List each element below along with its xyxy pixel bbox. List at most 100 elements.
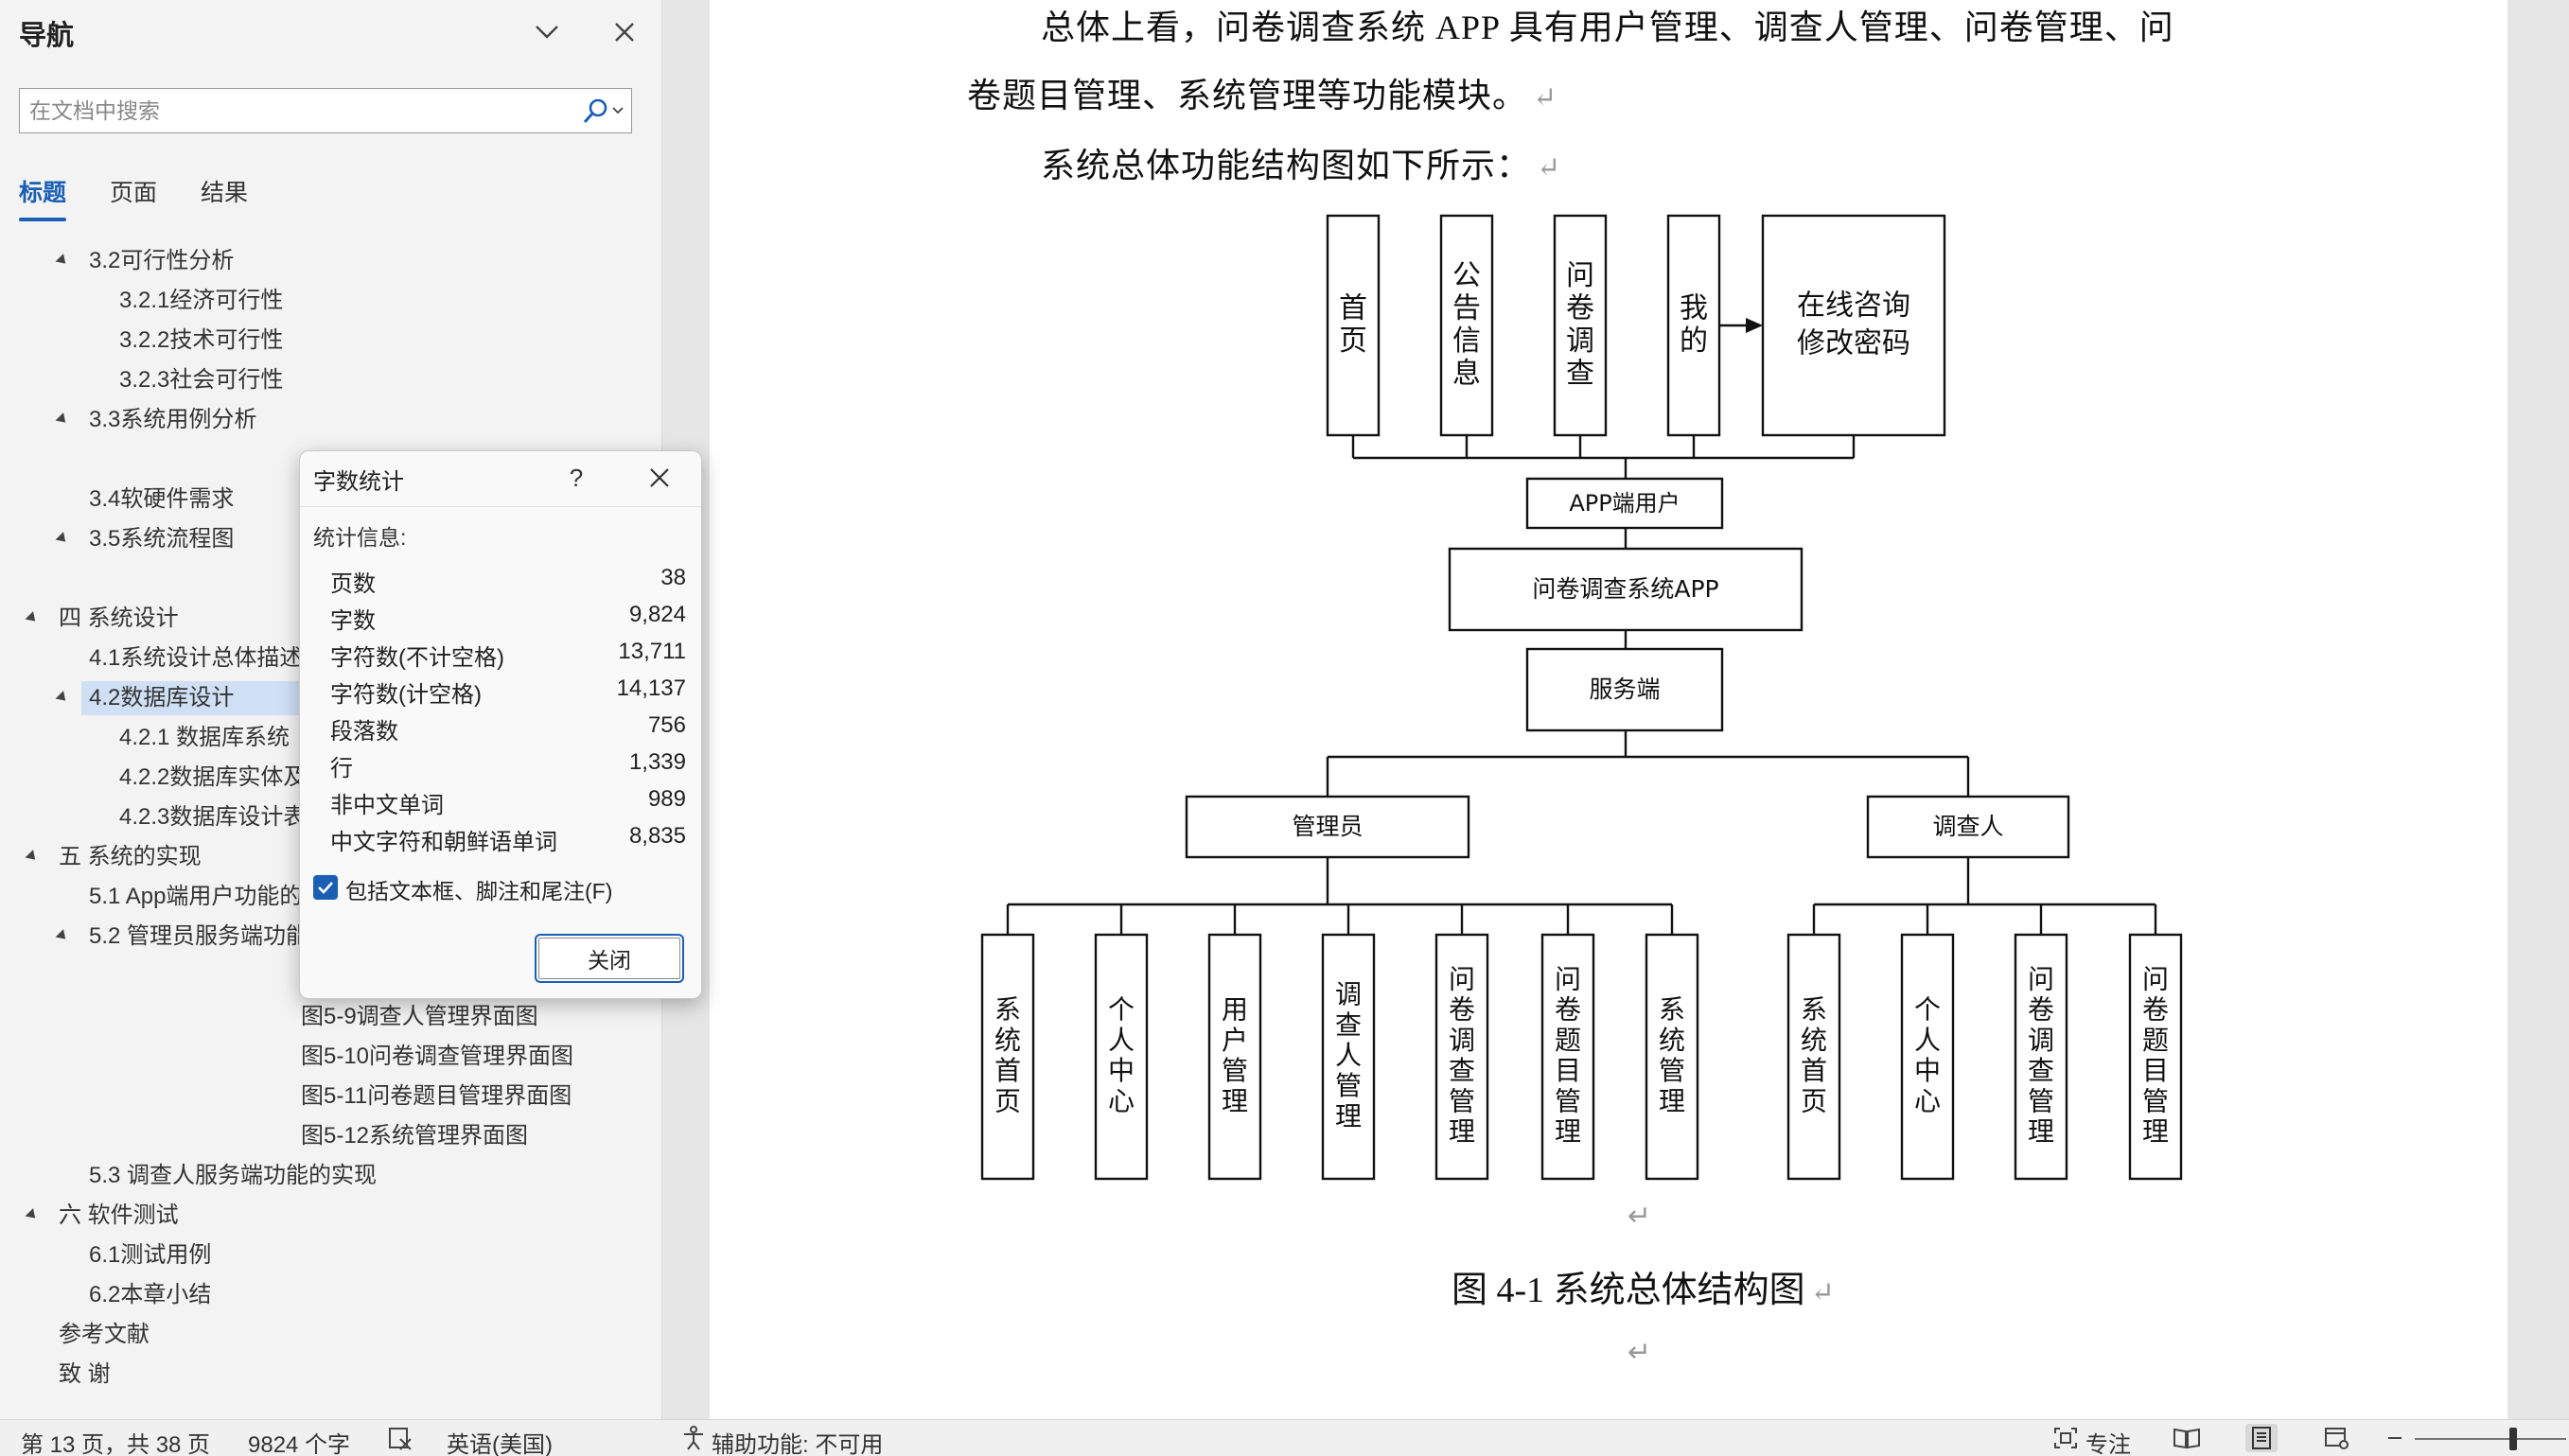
stat-value: 13,711 bbox=[618, 639, 686, 664]
nav-heading[interactable]: 四 系统设计 bbox=[59, 605, 179, 631]
zoom-out-icon[interactable] bbox=[2379, 1424, 2411, 1452]
nav-heading[interactable]: 3.5系统流程图 bbox=[89, 526, 235, 552]
read-mode-icon[interactable] bbox=[2171, 1424, 2203, 1452]
expand-caret-icon[interactable] bbox=[55, 532, 70, 546]
diagram-leaf-label: 卷 bbox=[2142, 994, 2169, 1026]
stat-label: 中文字符和朝鲜语单词 bbox=[330, 830, 557, 855]
expand-caret-icon[interactable] bbox=[55, 412, 70, 427]
chevron-down-icon[interactable] bbox=[526, 11, 568, 53]
expand-caret-icon[interactable] bbox=[25, 850, 40, 864]
checkbox-label[interactable]: 包括文本框、脚注和尾注(F) bbox=[345, 879, 613, 903]
nav-heading-selected[interactable]: 4.2数据库设计 bbox=[81, 681, 299, 715]
stat-label: 字数 bbox=[330, 608, 376, 634]
nav-heading[interactable]: 六 软件测试 bbox=[59, 1202, 179, 1228]
nav-heading[interactable]: 4.1系统设计总体描述 bbox=[89, 645, 303, 671]
expand-caret-icon[interactable] bbox=[25, 611, 40, 625]
stat-value: 1,339 bbox=[628, 749, 686, 775]
help-button[interactable]: ? bbox=[569, 464, 584, 492]
word-count[interactable]: 9824 个字 bbox=[248, 1432, 351, 1456]
search-button[interactable] bbox=[576, 91, 629, 131]
diagram-node-label: 调 bbox=[1566, 325, 1594, 358]
diagram-leaf-label: 理 bbox=[2028, 1116, 2054, 1148]
nav-heading[interactable]: 5.3 调查人服务端功能的实现 bbox=[89, 1163, 378, 1188]
page-count[interactable]: 第 13 页，共 38 页 bbox=[21, 1432, 211, 1456]
nav-heading[interactable]: 致 谢 bbox=[59, 1361, 111, 1387]
diagram-leaf-label: 页 bbox=[1801, 1085, 1827, 1116]
close-button[interactable]: 关闭 bbox=[535, 934, 684, 983]
accessibility-status[interactable]: 辅助功能: 不可用 bbox=[712, 1432, 884, 1456]
diagram-node-label: 卷 bbox=[1566, 291, 1594, 325]
tab-results[interactable]: 结果 bbox=[201, 180, 249, 206]
diagram-leaf-label: 心 bbox=[1108, 1085, 1135, 1116]
body-paragraph: 卷题目管理、系统管理等功能模块。↵ bbox=[967, 77, 1558, 114]
nav-heading[interactable]: 4.2.1 数据库系统 bbox=[119, 725, 290, 750]
language-indicator[interactable]: 英语(美国) bbox=[447, 1432, 553, 1456]
diagram-leaf-label: 中 bbox=[1108, 1055, 1135, 1086]
expand-caret-icon[interactable] bbox=[55, 929, 70, 943]
diagram-leaf-label: 管 bbox=[1449, 1085, 1475, 1116]
nav-heading[interactable]: 图5-9调查人管理界面图 bbox=[301, 1004, 538, 1029]
nav-heading[interactable]: 5.1 App端用户功能的 bbox=[89, 884, 303, 909]
nav-heading[interactable]: 3.2可行性分析 bbox=[89, 248, 235, 273]
diagram-leaf-label: 查 bbox=[1449, 1055, 1475, 1086]
diagram-leaf-label: 首 bbox=[994, 1055, 1021, 1086]
include-textboxes-checkbox[interactable] bbox=[313, 875, 338, 900]
nav-heading[interactable]: 4.2.3数据库设计表 bbox=[119, 804, 307, 830]
diagram-leaf-label: 心 bbox=[1914, 1085, 1941, 1116]
diagram-leaf-label: 理 bbox=[1222, 1085, 1248, 1116]
nav-heading[interactable]: 3.2.2技术可行性 bbox=[119, 327, 284, 353]
diagram-leaf-label: 调 bbox=[1335, 979, 1362, 1010]
diagram-leaf-label: 管 bbox=[1555, 1085, 1581, 1116]
diagram-leaf-label: 题 bbox=[2142, 1025, 2169, 1056]
nav-heading[interactable]: 五 系统的实现 bbox=[59, 844, 202, 869]
nav-heading[interactable]: 6.2本章小结 bbox=[89, 1282, 212, 1307]
search-input[interactable] bbox=[29, 89, 578, 132]
expand-caret-icon[interactable] bbox=[55, 691, 70, 705]
diagram-leaf-label: 人 bbox=[1335, 1040, 1362, 1071]
search-box bbox=[19, 88, 632, 133]
nav-heading[interactable]: 图5-10问卷调查管理界面图 bbox=[301, 1044, 574, 1069]
close-icon[interactable] bbox=[604, 11, 645, 53]
diagram-node-label: 我 bbox=[1680, 291, 1708, 325]
nav-heading[interactable]: 3.2.3社会可行性 bbox=[119, 367, 284, 393]
print-layout-icon[interactable] bbox=[2245, 1424, 2278, 1452]
focus-mode[interactable]: 专注 bbox=[2085, 1432, 2131, 1456]
diagram-leaf-label: 理 bbox=[1659, 1085, 1685, 1116]
expand-caret-icon[interactable] bbox=[55, 254, 70, 268]
stat-value: 989 bbox=[647, 786, 686, 812]
nav-heading[interactable]: 3.2.1经济可行性 bbox=[119, 288, 284, 313]
nav-heading[interactable]: 5.2 管理员服务端功能 bbox=[89, 923, 309, 949]
web-layout-icon[interactable] bbox=[2320, 1424, 2352, 1452]
nav-heading[interactable]: 图5-11问卷题目管理界面图 bbox=[301, 1083, 572, 1109]
nav-heading[interactable]: 图5-12系统管理界面图 bbox=[301, 1123, 529, 1149]
stats-section-label: 统计信息: bbox=[313, 525, 407, 550]
diagram-node-label: 在线咨询 bbox=[1797, 289, 1910, 323]
chevron-down-icon bbox=[612, 107, 624, 114]
zoom-slider-thumb[interactable] bbox=[2509, 1428, 2517, 1450]
diagram-leaf-label: 调 bbox=[2028, 1025, 2054, 1056]
focus-icon[interactable] bbox=[2050, 1424, 2082, 1452]
diagram-leaf-label: 系 bbox=[994, 994, 1021, 1026]
diagram-leaf-label: 户 bbox=[1222, 1025, 1248, 1056]
nav-heading[interactable]: 6.1测试用例 bbox=[89, 1242, 212, 1268]
diagram-leaf-label: 理 bbox=[2142, 1116, 2169, 1148]
proofing-icon[interactable] bbox=[384, 1424, 416, 1452]
zoom-slider-track[interactable] bbox=[2415, 1438, 2566, 1440]
nav-heading[interactable]: 3.3系统用例分析 bbox=[89, 407, 257, 432]
close-icon[interactable] bbox=[639, 459, 680, 497]
body-paragraph: 系统总体功能结构图如下所示：↵ bbox=[1041, 147, 1562, 184]
diagram-leaf-label: 问 bbox=[1449, 964, 1475, 995]
nav-heading[interactable]: 4.2.2数据库实体及 bbox=[119, 764, 307, 790]
diagram-leaf-label: 目 bbox=[2142, 1055, 2169, 1086]
nav-heading[interactable]: 3.4软硬件需求 bbox=[89, 486, 235, 512]
accessibility-icon[interactable] bbox=[677, 1424, 710, 1452]
nav-heading[interactable]: 参考文献 bbox=[59, 1322, 150, 1347]
diagram-leaf-label: 系 bbox=[1659, 994, 1685, 1026]
diagram-node-label: 公 bbox=[1452, 259, 1481, 292]
expand-caret-icon[interactable] bbox=[25, 1208, 40, 1222]
tab-pages[interactable]: 页面 bbox=[110, 180, 158, 206]
tab-headings[interactable]: 标题 bbox=[19, 180, 67, 206]
